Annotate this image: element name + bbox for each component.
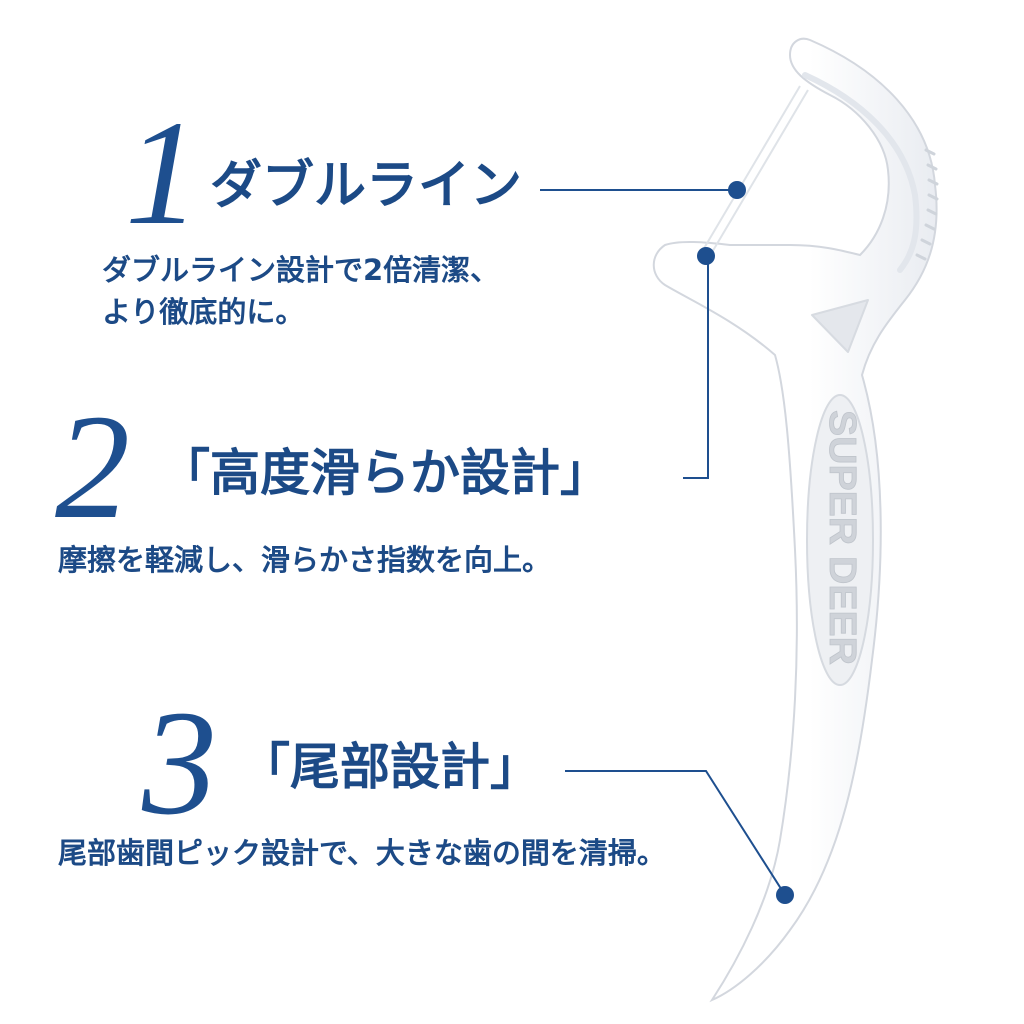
floss-pick-icon bbox=[652, 37, 938, 1003]
feature-1-number: 1 bbox=[125, 90, 200, 256]
callout-dot-2 bbox=[697, 247, 715, 265]
feature-2-title: 「高度滑らか設計」 bbox=[160, 444, 610, 502]
callout-line-2 bbox=[683, 257, 709, 479]
feature-2-number: 2 bbox=[55, 384, 130, 550]
pick-arm-shading bbox=[802, 72, 920, 273]
grip-ridges bbox=[915, 148, 939, 261]
feature-3-title: 「尾部設計」 bbox=[240, 738, 540, 796]
triangle-recess bbox=[811, 299, 869, 353]
feature-2-description: 摩擦を軽減し、滑らかさ指数を向上。 bbox=[58, 543, 552, 577]
feature-1-description-line-1: ダブルライン設計で2倍清潔、 bbox=[102, 253, 500, 287]
callout-dot-3 bbox=[776, 886, 794, 904]
brand-text: SUPER DEER bbox=[821, 410, 863, 665]
callout-line-3 bbox=[565, 770, 786, 896]
feature-1-description-line-2: より徹底的に。 bbox=[102, 295, 305, 329]
handle-recess bbox=[806, 394, 874, 686]
feature-3-description: 尾部歯間ピック設計で、大きな歯の間を清掃。 bbox=[58, 836, 666, 870]
feature-1-title: ダブルライン bbox=[210, 156, 523, 216]
callout-dot-1 bbox=[728, 181, 746, 199]
floss-line-1 bbox=[702, 85, 801, 251]
floss-line-2 bbox=[710, 89, 809, 255]
feature-3-number: 3 bbox=[142, 680, 217, 846]
